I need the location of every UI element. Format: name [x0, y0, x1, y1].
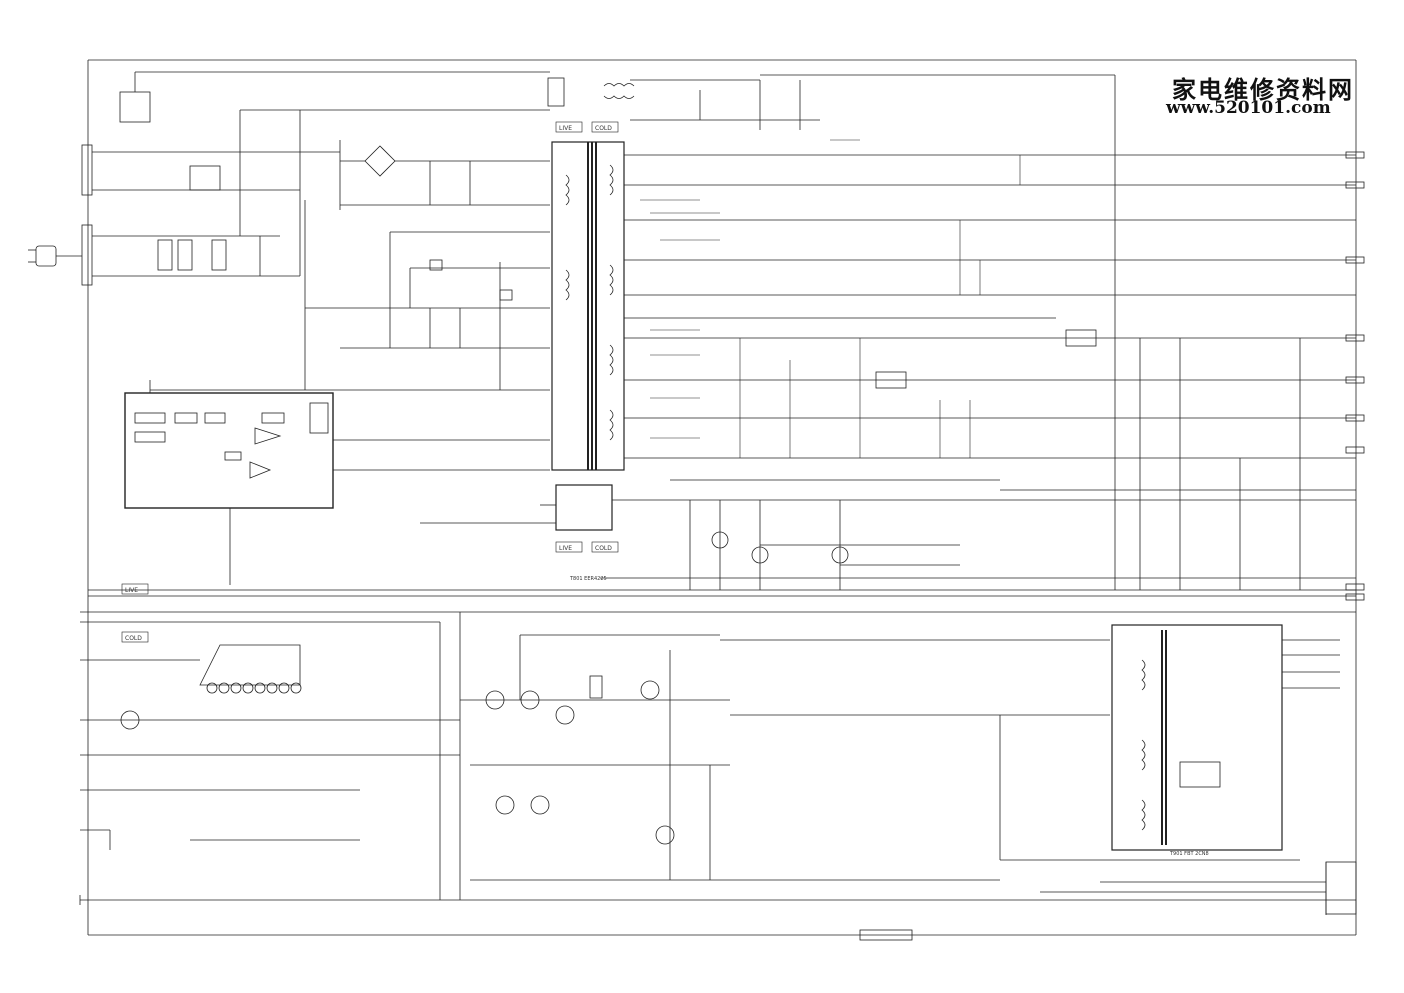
- label-live-mid: LIVE: [559, 545, 572, 552]
- bridge-rectifier: [339, 140, 550, 210]
- watermark-title: 家电维修资料网: [1172, 75, 1354, 104]
- control-ic-block: [124, 380, 550, 585]
- secondary-rails: [624, 74, 1356, 590]
- relay-section: [547, 77, 820, 130]
- horizontal-drive: [460, 634, 1110, 881]
- outer-frame: [87, 59, 1357, 936]
- label-cold-left: COLD: [125, 635, 142, 642]
- label-live-top: LIVE: [559, 125, 572, 132]
- ac-plug: [28, 144, 93, 286]
- region-markers: [121, 121, 619, 643]
- label-cold-top: COLD: [595, 125, 612, 132]
- watermark-url: www.520101.com: [1166, 98, 1331, 118]
- right-connector: [1345, 151, 1365, 601]
- primary-circuit: [304, 200, 550, 390]
- switch-blocks: [875, 329, 1301, 590]
- component-details: [640, 139, 1021, 458]
- label-live-left: LIVE: [125, 587, 138, 594]
- label-t901: T901 FBT 2CN8: [1169, 851, 1209, 857]
- transformer-t801: [551, 141, 625, 471]
- bottom-connectors: [859, 861, 1357, 941]
- lower-ic-section: [79, 611, 1356, 905]
- label-cold-mid: COLD: [595, 545, 612, 552]
- feedback-circuit: [420, 479, 1356, 590]
- flyback-t901: [999, 624, 1340, 861]
- line-filter: [92, 71, 550, 277]
- label-t801: T801 EER4225: [569, 576, 607, 582]
